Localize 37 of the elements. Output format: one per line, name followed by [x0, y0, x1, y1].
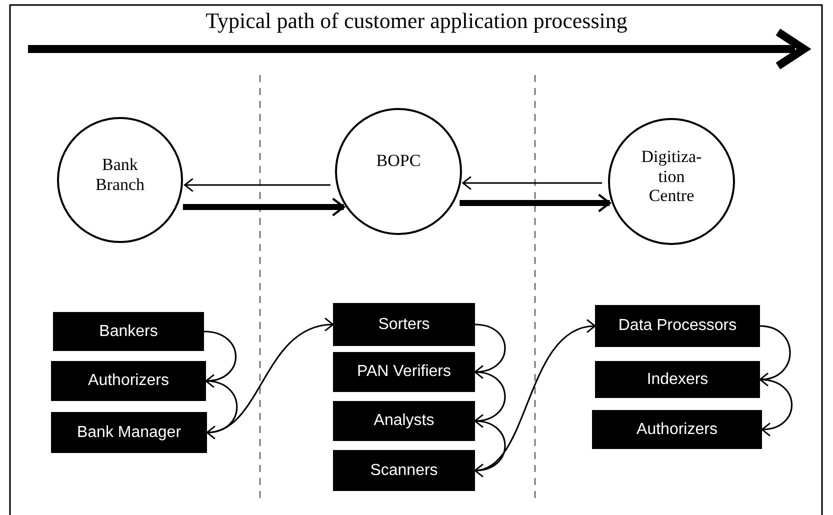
role-label: Analysts: [374, 412, 434, 430]
role-label: PAN Verifiers: [357, 363, 451, 381]
location-label: Digitiza- tion Centre: [640, 147, 703, 206]
role-box: [333, 352, 475, 392]
role-label: Data Processors: [618, 317, 737, 335]
role-label: Indexers: [646, 370, 708, 388]
arrow: [182, 198, 345, 216]
location-label: Bank Branch: [94, 155, 146, 195]
role-box: [53, 312, 204, 351]
arrow: [474, 371, 506, 428]
arrow: [760, 378, 793, 436]
arrow: [474, 324, 506, 378]
arrow: [460, 194, 611, 212]
role-label: Bankers: [99, 322, 158, 340]
role-box: [51, 361, 206, 401]
role-label: Authorizers: [88, 372, 169, 390]
arrow: [204, 330, 237, 388]
role-label: Sorters: [378, 316, 430, 334]
role-box: [595, 305, 760, 347]
role-box: [592, 410, 762, 449]
arrow: [206, 318, 334, 434]
role-box: [595, 361, 760, 398]
role-box: [333, 450, 475, 491]
role-label: Scanners: [370, 462, 438, 480]
arrow: [759, 325, 791, 386]
role-box: [333, 401, 475, 441]
arrow: [184, 178, 330, 192]
role-label: Authorizers: [636, 420, 718, 438]
location-label: BOPC: [376, 150, 421, 170]
arrow: [474, 420, 506, 477]
role-box: [333, 303, 475, 346]
arrow: [206, 380, 238, 439]
role-box: [51, 412, 207, 453]
title: Typical path of customer application processing: [204, 8, 628, 34]
role-label: Bank Manager: [76, 424, 182, 442]
arrow: [462, 176, 602, 190]
arrow: [474, 320, 596, 472]
